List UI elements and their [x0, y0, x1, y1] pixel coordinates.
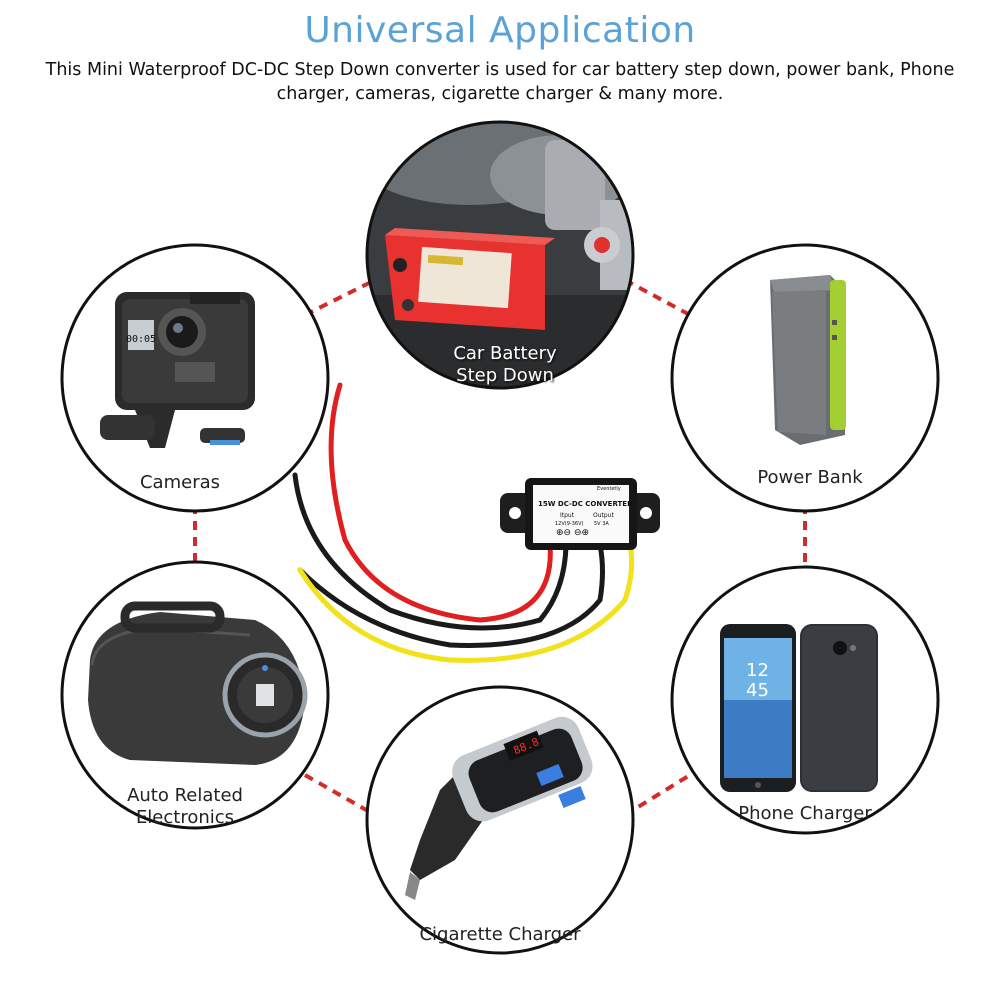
phone-charger-circle — [670, 565, 940, 835]
car-battery-label: Car Battery Step Down — [430, 343, 580, 387]
converter-input-spec: 12V(9-36V) — [555, 521, 584, 527]
battery-icon — [385, 228, 555, 330]
cigarette-charger-label: Cigarette Charger — [419, 924, 581, 945]
auto-electronics-label: Auto Related Electronics — [110, 785, 260, 829]
cigarette-charger-circle: 88.8 — [365, 685, 635, 955]
page-subtitle: This Mini Waterproof DC-DC Step Down con… — [45, 60, 955, 104]
car-charger-icon: 88.8 — [405, 716, 593, 900]
auto-electronics-circle — [60, 560, 330, 830]
cameras-circle: 00:05 — [60, 243, 330, 513]
converter-wires — [292, 382, 635, 663]
auto-electronics-label-line2: Electronics — [135, 807, 235, 828]
car-battery-label-line1: Car Battery — [453, 343, 557, 364]
phone-time-minute: 45 — [746, 680, 769, 701]
svg-text:00:05: 00:05 — [126, 334, 156, 345]
speaker-icon — [88, 601, 308, 765]
smartphone-icon — [720, 624, 878, 792]
dc-dc-converter-module — [500, 478, 660, 550]
car-battery-label-line2: Step Down — [456, 365, 554, 386]
converter-output-label: Output — [593, 512, 614, 519]
power-bank-circle — [670, 243, 940, 513]
converter-model: 15W DC-DC CONVERTER — [538, 500, 633, 508]
phone-charger-label: Phone Charger — [738, 803, 872, 824]
action-camera-icon: 00:05 — [100, 292, 255, 448]
cameras-label: Cameras — [139, 472, 220, 493]
phone-time-hour: 12 — [746, 660, 769, 681]
auto-electronics-label-line1: Auto Related — [127, 785, 243, 806]
converter-brand: Eventetly — [597, 486, 621, 492]
power-bank-icon — [770, 275, 846, 445]
page-title: Universal Application — [304, 10, 696, 51]
converter-input-label: Itput — [560, 512, 575, 519]
converter-terminals: ⊕⊖ ⊖⊕ — [556, 528, 590, 538]
converter-output-spec: 5V 3A — [594, 521, 609, 527]
power-bank-label: Power Bank — [757, 467, 863, 488]
